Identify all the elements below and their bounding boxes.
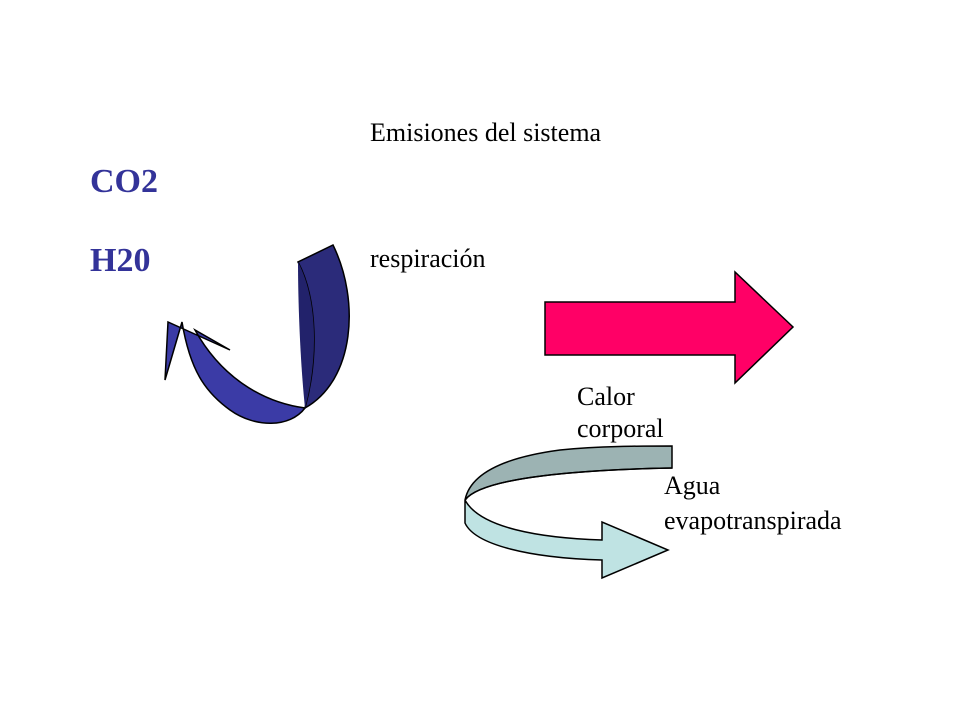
water-label-line2: evapotranspirada <box>664 506 842 535</box>
water-curved-arrow <box>464 445 673 580</box>
heat-label-line2: corporal <box>577 414 664 443</box>
heat-arrow <box>544 270 795 385</box>
water-label-line1: Agua <box>664 471 721 500</box>
respiration-curved-arrow <box>164 243 350 424</box>
water-arrow-front-edge <box>464 467 673 501</box>
heat-label-line1: Calor <box>577 382 635 411</box>
respiration-arrow-body <box>164 320 307 424</box>
co2-label: CO2 <box>90 163 158 200</box>
diagram-title: Emisiones del sistema <box>370 118 602 147</box>
respiration-arrow-tail-shade <box>298 262 315 408</box>
respiration-label: respiración <box>370 244 486 273</box>
h2o-label: H20 <box>90 242 151 279</box>
water-arrow-bottom-band <box>464 499 670 580</box>
